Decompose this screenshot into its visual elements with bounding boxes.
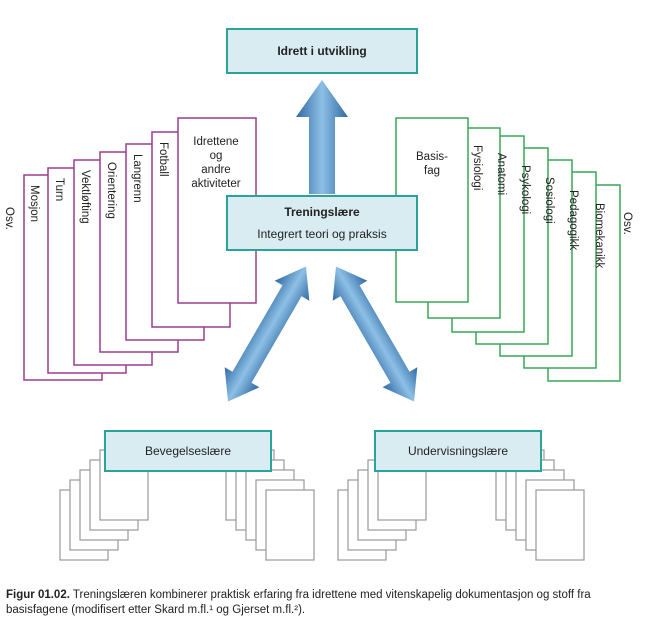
right-card-stack: Basis- fag Fysiologi Anatomi Psykologi S…	[395, 117, 633, 382]
left-card-label: Osv.	[3, 207, 15, 230]
right-card-label: Fysiologi	[471, 145, 483, 190]
right-box-label: Undervisningslære	[407, 444, 509, 458]
right-card-label: Osv.	[621, 212, 633, 235]
figure-caption: Figur 01.02. Treningslæren kombinerer pr…	[6, 588, 646, 618]
bevegelseslaere-box: Bevegelseslære	[104, 430, 272, 472]
right-double-arrow	[332, 266, 418, 402]
left-card-label: og	[210, 150, 223, 162]
left-card-label: andre	[201, 164, 230, 176]
left-card-label: Mosjon	[28, 185, 40, 222]
right-card-label: Psykologi	[519, 165, 531, 214]
left-card-label: Fotball	[157, 142, 169, 177]
center-box: Treningslære Integrert teori og praksis	[226, 195, 418, 251]
top-box: Idrett i utvikling	[226, 28, 418, 74]
top-box-label: Idrett i utvikling	[277, 44, 367, 58]
right-card-label: Anatomi	[495, 153, 507, 195]
center-box-title: Treningslære	[284, 205, 360, 219]
right-card-label: fag	[424, 165, 440, 177]
center-box-subtitle: Integrert teori og praksis	[257, 227, 387, 241]
left-double-arrow	[224, 266, 310, 402]
left-card-stack: Idrettene og andre aktiviteter Fotball L…	[3, 117, 257, 381]
left-card-label: aktiviteter	[191, 178, 240, 190]
right-card-label: Pedagogikk	[567, 190, 579, 250]
left-card-label: Langrenn	[131, 154, 143, 203]
caption-text: Treningslæren kombinerer praktisk erfari…	[6, 589, 591, 616]
up-arrow	[296, 80, 348, 194]
right-card-label: Biomekanikk	[593, 203, 605, 268]
right-card-label: Basis-	[416, 151, 448, 163]
left-card-label: Vektløfting	[79, 170, 91, 224]
left-card-label: Idrettene	[193, 136, 238, 148]
left-card-label: Turn	[53, 178, 65, 201]
left-box-label: Bevegelseslære	[144, 444, 232, 458]
caption-label: Figur 01.02.	[6, 589, 70, 601]
left-card-label: Orientering	[105, 162, 117, 219]
undervisningslaere-box: Undervisningslære	[374, 430, 542, 472]
right-card-label: Sosiologi	[543, 177, 555, 224]
